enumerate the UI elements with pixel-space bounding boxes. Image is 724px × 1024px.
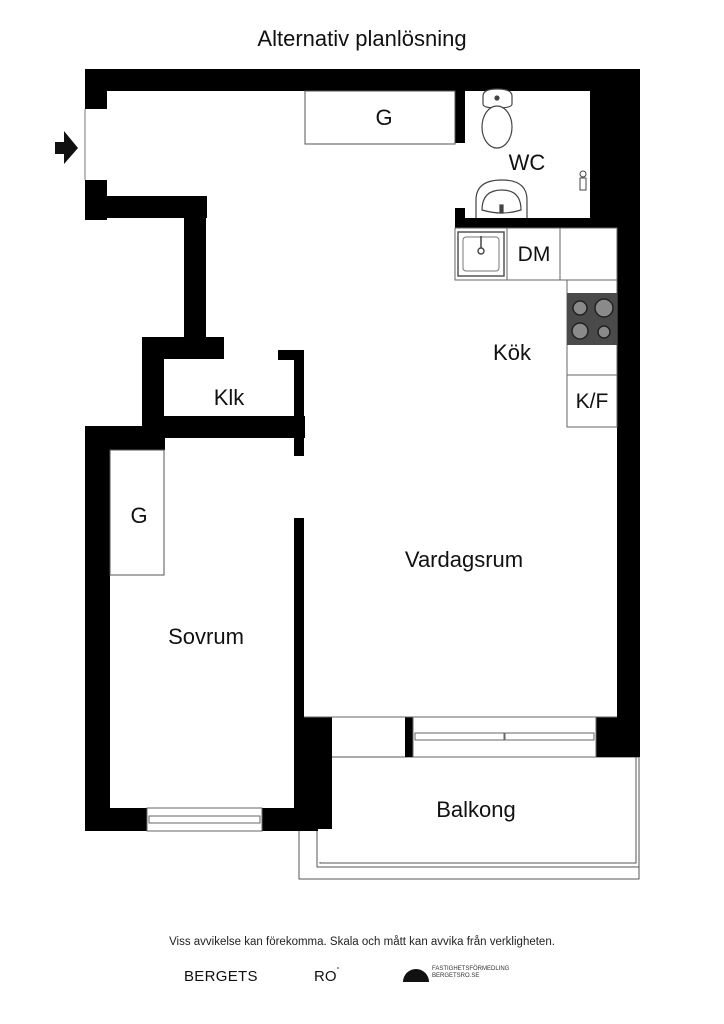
room-label-dishwasher: DM — [517, 243, 551, 266]
room-label-bedroom: Sovrum — [168, 624, 244, 649]
room-label-closet: Klk — [213, 385, 245, 410]
entrance-arrow-icon — [55, 131, 78, 164]
room-label-bedroom-wardrobe: G — [130, 503, 148, 528]
room-label-wc: WC — [508, 150, 546, 175]
room-label-fridge-freezer: K/F — [575, 390, 609, 413]
tap-icon — [579, 170, 587, 191]
room-label-living-room: Vardagsrum — [404, 547, 524, 572]
page-title: Alternativ planlösning — [257, 26, 467, 51]
room-label-balcony: Balkong — [436, 797, 516, 822]
walls — [85, 69, 640, 831]
room-label-kitchen: Kök — [493, 340, 531, 365]
stove-icon — [567, 293, 617, 345]
room-label-hall-wardrobe: G — [375, 105, 393, 130]
washbasin-icon — [475, 179, 528, 218]
brand-ro-mark: ° — [336, 967, 340, 974]
wardrobe-bedroom — [109, 449, 165, 576]
brand-ro-text: RO — [314, 968, 337, 985]
living-window — [412, 716, 597, 758]
kitchen-sink-icon — [457, 231, 505, 277]
bedroom-window — [146, 807, 263, 832]
wardrobe-hall — [304, 90, 456, 145]
brand-subtitle: FASTIGHETSFÖRMEDLING BERGETSRO.SE — [432, 966, 509, 980]
disclaimer-text: Viss avvikelse kan förekomma. Skala och … — [169, 936, 555, 948]
toilet-icon — [481, 88, 513, 149]
brand-half-circle-icon — [403, 969, 429, 982]
brand-logo-ro: RO° — [314, 967, 340, 985]
brand-logo-bergets: BERGETS — [184, 968, 258, 985]
brand-subtitle-line2: BERGETSRO.SE — [432, 973, 480, 979]
brand-subtitle-line1: FASTIGHETSFÖRMEDLING — [432, 966, 510, 972]
